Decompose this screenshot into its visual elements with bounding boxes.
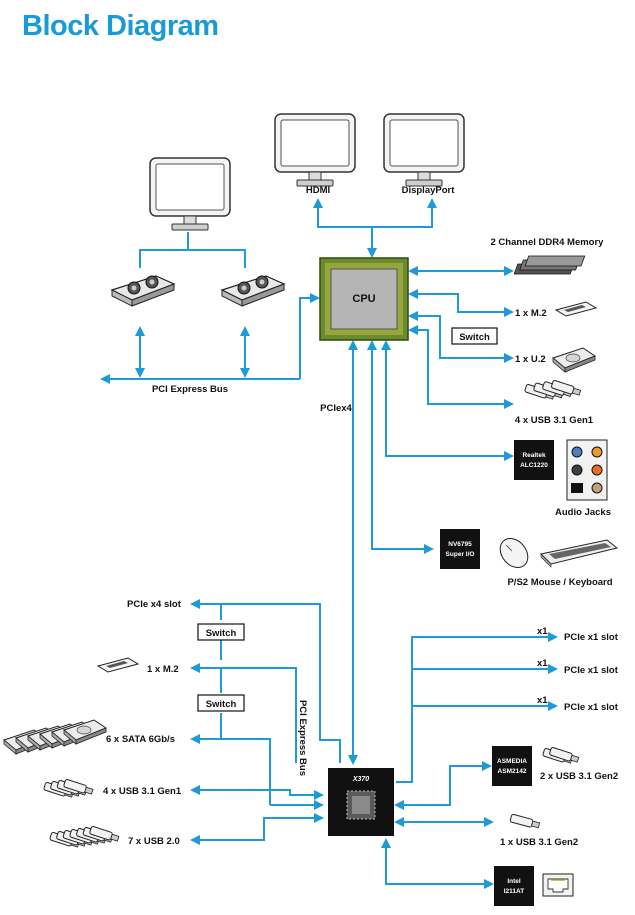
display-link-line: [317, 200, 433, 228]
audio-jacks-label: Audio Jacks: [555, 507, 611, 518]
sata-line: [190, 734, 271, 805]
m2-chipset-arrow: [190, 663, 297, 763]
keyboard-icon: [539, 539, 619, 568]
superio-chip: NV6795 Super I/O: [440, 529, 480, 569]
usb31-gen2-2-label: 2 x USB 3.1 Gen2: [540, 771, 618, 782]
m2-card-icon: [555, 301, 597, 317]
page-title: Block Diagram: [22, 10, 219, 42]
usb-sticks-icon: [542, 746, 580, 766]
pcie-x1-slot-label: PCIe x1 slot: [564, 702, 619, 713]
m2-label: 1 x M.2: [515, 308, 547, 319]
pcie-x1-slot-label: PCIe x1 slot: [564, 632, 619, 643]
usb-stick-icon: [509, 813, 541, 830]
realtek-chip-line1: Realtek: [522, 452, 546, 459]
usb31-chipset-arrow: [190, 785, 324, 800]
m2-card-icon: [97, 657, 139, 673]
sata-drives-icon: [3, 719, 107, 755]
connection-lines: [100, 198, 558, 889]
mouse-icon: [499, 538, 529, 568]
asmedia-chip-line1: ASMEDIA: [497, 758, 527, 765]
cpu-label: CPU: [352, 293, 375, 305]
asmedia-chip-line2: ASM2142: [498, 768, 527, 775]
switch-box: Switch: [197, 623, 245, 641]
asmedia-arrow: [394, 761, 492, 810]
monitor-displayport-icon: [383, 113, 465, 187]
m2-arrow: [408, 289, 514, 317]
switch-label: Switch: [206, 699, 237, 710]
superio-chip-line2: Super I/O: [446, 551, 475, 558]
x370-chipset: X370: [328, 768, 394, 836]
displayport-label: DisplayPort: [402, 185, 456, 196]
gpu-monitor-line: [139, 232, 246, 268]
audio-jacks-icon: [566, 439, 608, 501]
usb20-label: 7 x USB 2.0: [128, 836, 180, 847]
realtek-chip: Realtek ALC1220: [514, 440, 554, 480]
switch-label: Switch: [459, 332, 490, 343]
pcie-x4-slot-label: PCIe x4 slot: [127, 599, 182, 610]
x1-label: x1: [537, 658, 548, 669]
usb-sticks-icon: [43, 778, 94, 800]
memory-modules-icon: [513, 255, 586, 275]
cpu-chip: CPU: [319, 257, 409, 341]
switch-box: Switch: [451, 327, 498, 345]
realtek-chip-line2: ALC1220: [520, 462, 548, 469]
switch-label: Switch: [206, 628, 237, 639]
u2-label: 1 x U.2: [515, 354, 546, 365]
usb-sticks-icon: [524, 379, 582, 402]
u2-drive-icon: [552, 347, 596, 373]
hdmi-label: HDMI: [306, 185, 330, 196]
pcie-x4-arrow: [190, 599, 341, 763]
monitor-hdmi-icon: [274, 113, 356, 187]
m2-chipset-label: 1 x M.2: [147, 664, 179, 675]
superio-chip-line1: NV6795: [448, 541, 472, 548]
intel-lan-chip: Intel I211AT: [494, 866, 534, 906]
usb31-gen2-1-label: 1 x USB 3.1 Gen2: [500, 837, 578, 848]
pciex4-label: PCIex4: [320, 403, 352, 414]
memory-label: 2 Channel DDR4 Memory: [491, 237, 605, 248]
audio-arrow: [381, 340, 514, 461]
usb31-gen1-cpu-label: 4 x USB 3.1 Gen1: [515, 415, 594, 426]
graphics-card-icon: [221, 275, 285, 307]
usb20-arrow: [190, 813, 324, 845]
chipset-label: X370: [352, 776, 369, 783]
ethernet-port-icon: [542, 873, 574, 897]
ps2-label: P/S2 Mouse / Keyboard: [507, 577, 612, 588]
pci-bus-cpu-line: [299, 293, 320, 379]
asmedia-chip: ASMEDIA ASM2142: [492, 746, 532, 786]
lan-arrow: [381, 838, 494, 889]
pci-express-bus-label: PCI Express Bus: [152, 384, 228, 395]
usb31-gen1-chipset-label: 4 x USB 3.1 Gen1: [103, 786, 182, 797]
x1-label: x1: [537, 626, 548, 637]
usb-sticks-icon: [49, 825, 120, 850]
superio-arrow: [367, 340, 434, 554]
sata-label: 6 x SATA 6Gb/s: [106, 734, 175, 745]
monitor-icon: [149, 157, 231, 231]
pcie-x1-slot-label: PCIe x1 slot: [564, 665, 619, 676]
intel-lan-chip-line1: Intel: [507, 878, 521, 885]
x1-label: x1: [537, 695, 548, 706]
switch-box: Switch: [197, 694, 245, 712]
pci-express-bus-vertical-label: PCI Express Bus: [297, 700, 308, 776]
intel-lan-chip-line2: I211AT: [504, 888, 525, 895]
graphics-card-icon: [111, 275, 175, 307]
